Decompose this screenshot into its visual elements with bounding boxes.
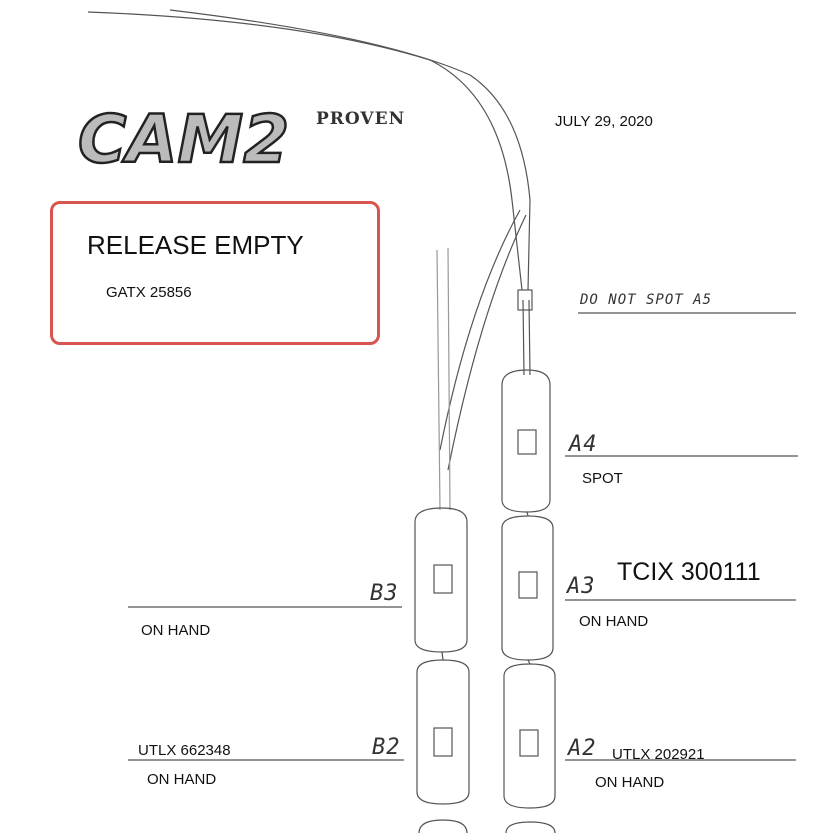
track-label-a4: A4 (569, 432, 598, 457)
a-track-rail (522, 299, 531, 376)
track-label-b3: B3 (370, 581, 399, 606)
a2-status: ON HAND (595, 774, 665, 791)
logo-tagline: PROVEN (316, 109, 405, 129)
release-callout: RELEASE EMPTY GATX 25856 (50, 201, 380, 345)
b3-status: ON HAND (141, 622, 211, 639)
a2-car-number: UTLX 202921 (612, 746, 705, 763)
main-track-rail-right (169, 9, 531, 291)
b2-status: ON HAND (147, 771, 217, 788)
tank-car-b2 (416, 659, 470, 805)
track-label-b2: B2 (372, 735, 401, 760)
tank-car-a3 (501, 515, 554, 661)
callout-title: RELEASE EMPTY (87, 230, 304, 260)
track-label-a2: A2 (568, 736, 597, 761)
diverge-rail-1 (439, 209, 521, 451)
a3-car-number: TCIX 300111 (617, 558, 761, 586)
b-track-rail-right (447, 247, 451, 511)
cam2-logo-mark: CAM2 PROVEN (77, 100, 405, 180)
a3-status: ON HAND (579, 613, 649, 630)
b2-car-number: UTLX 662348 (138, 742, 231, 759)
callout-car-number: GATX 25856 (106, 284, 192, 301)
a-track-cars (501, 369, 556, 833)
logo-brand: CAM2 (78, 101, 289, 178)
switch-box (517, 289, 533, 311)
track-label-a3: A3 (567, 574, 596, 599)
b-track-rail-left (436, 249, 441, 511)
cam2-logo: CAM2 PROVEN (77, 98, 408, 180)
b-track-cars (414, 507, 470, 833)
do-not-spot-note: DO NOT SPOT A5 (580, 292, 713, 308)
diverge-rail-2 (447, 214, 527, 471)
a4-status: SPOT (582, 470, 623, 487)
date-text: JULY 29, 2020 (555, 113, 653, 130)
tank-car-a4 (501, 369, 551, 513)
tank-car-a2 (503, 663, 556, 809)
tank-car-b3 (414, 507, 468, 653)
